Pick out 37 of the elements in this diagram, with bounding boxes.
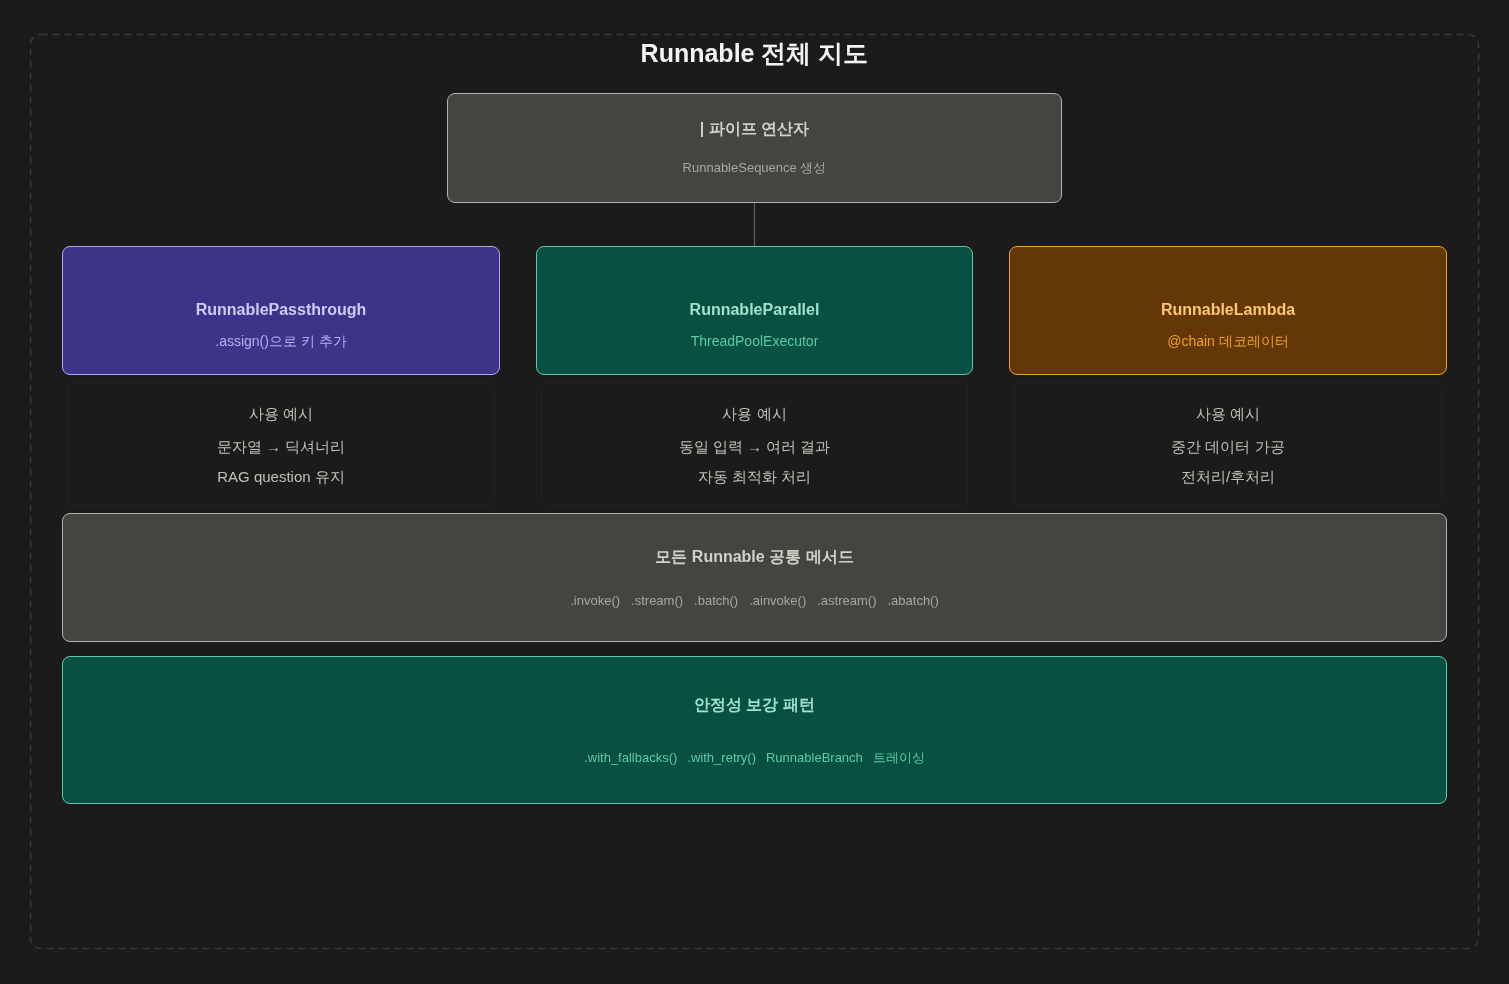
box-title: RunnablePassthrough [195, 300, 367, 320]
process-box [536, 246, 973, 375]
item-label: 트레이싱 [872, 749, 925, 766]
example-item: 전처리/후처리 [1180, 466, 1276, 487]
box-title: RunnableParallel [689, 300, 820, 320]
item-label: .abatch() [887, 592, 939, 609]
example-item: 자동 최적화 처리 [697, 466, 812, 487]
item-label: .ainvoke() [749, 592, 807, 609]
item-label: .with_retry() [687, 749, 756, 766]
example-item: 중간 데이터 가공 [1171, 436, 1285, 457]
item-label: .stream() [631, 592, 684, 609]
box-subtitle: RunnableSequence 생성 [682, 159, 827, 177]
box-title: | 파이프 연산자 [699, 119, 810, 139]
box-subtitle: .assign()으로 키 추가 [215, 332, 347, 350]
process-box [62, 513, 1447, 642]
item-label: RunnableBranch [766, 749, 863, 766]
box-subtitle: ThreadPoolExecutor [690, 332, 819, 350]
box-title: RunnableLambda [1160, 300, 1296, 320]
example-item: 동일 입력 → 여러 결과 [678, 436, 831, 457]
item-label: .batch() [694, 592, 739, 609]
connector-line [753, 202, 756, 247]
box-title: 모든 Runnable 공통 메서드 [655, 546, 854, 567]
process-box [62, 246, 500, 375]
item-label: .astream() [817, 592, 877, 609]
diagram-title: Runnable 전체 지도 [640, 38, 869, 68]
item-label: .with_fallbacks() [584, 749, 678, 766]
box-title: 안정성 보강 패턴 [694, 694, 815, 715]
process-box [447, 93, 1062, 203]
process-box [1009, 246, 1447, 375]
example-item: RAG question 유지 [217, 466, 345, 487]
panel-heading: 사용 예시 [1195, 403, 1261, 424]
example-item: 문자열 → 딕셔너리 [216, 436, 346, 457]
item-label: .invoke() [570, 592, 621, 609]
process-box [62, 656, 1447, 804]
box-subtitle: @chain 데코레이터 [1167, 332, 1289, 350]
panel-heading: 사용 예시 [722, 403, 787, 424]
panel-heading: 사용 예시 [248, 403, 314, 424]
